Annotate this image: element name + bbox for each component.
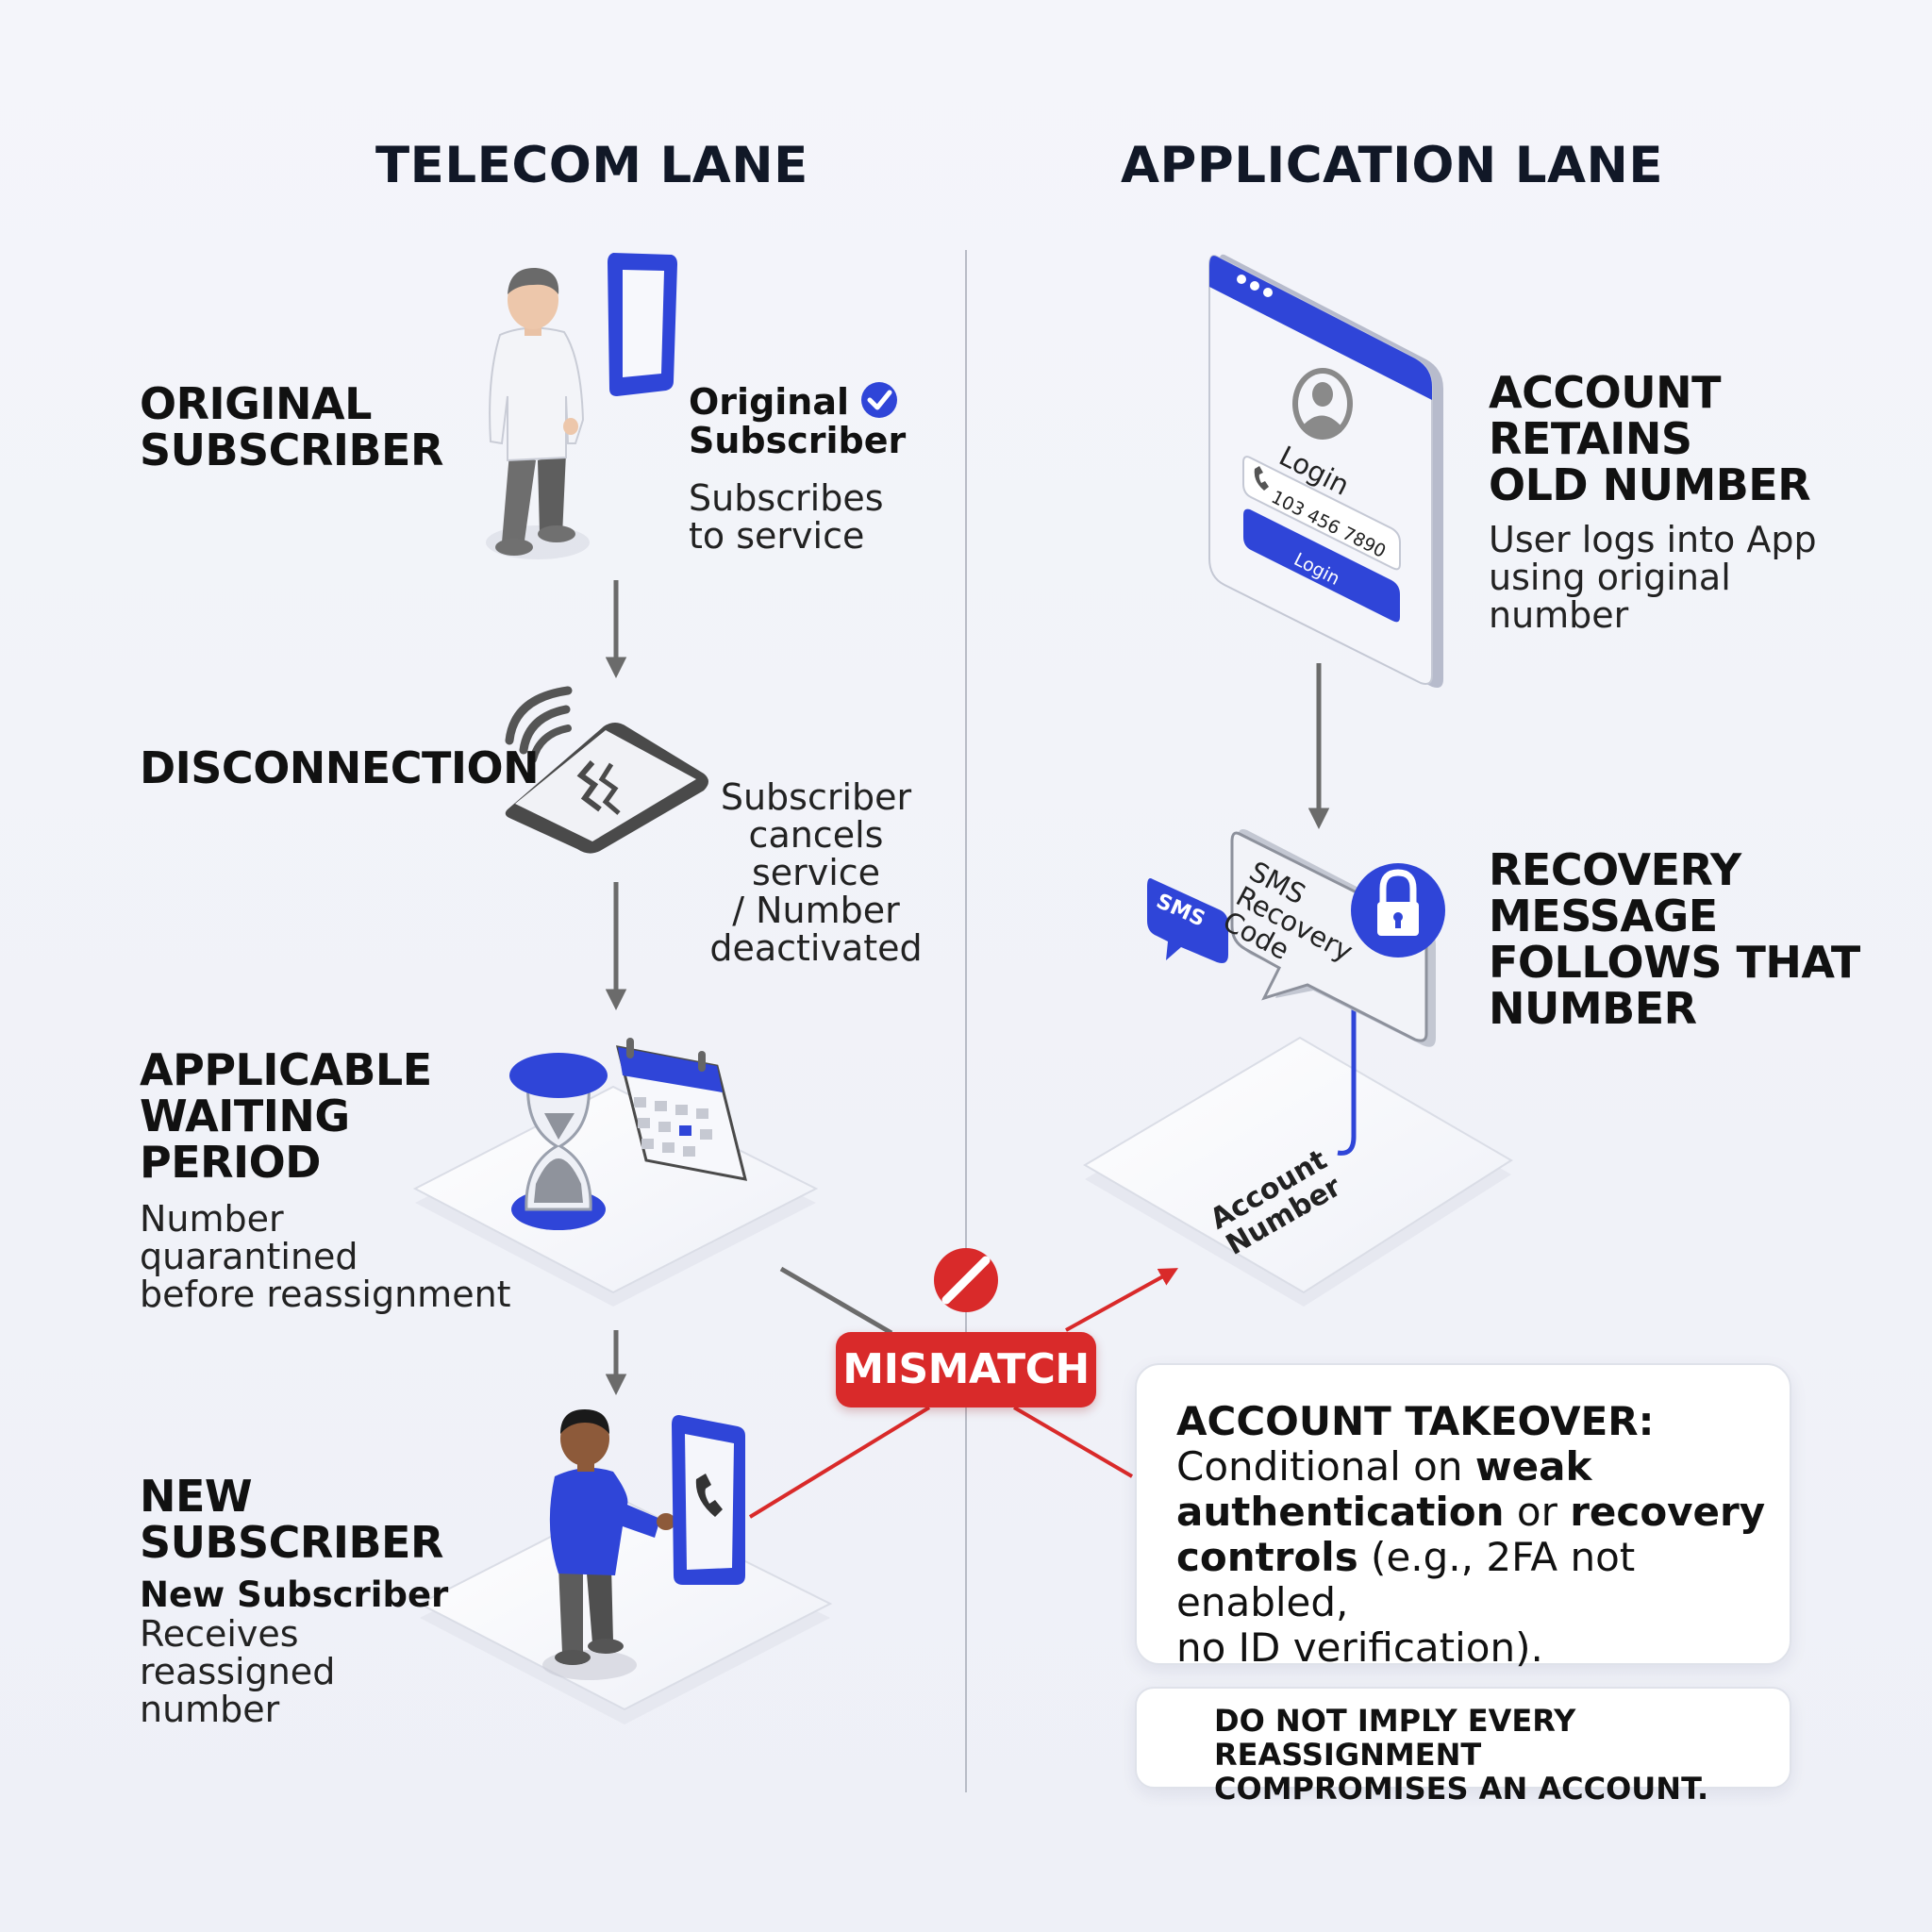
mismatch-badge: MISMATCH bbox=[836, 1332, 1096, 1407]
disconnection-title: DISCONNECTION bbox=[140, 742, 540, 793]
disconnection-desc-line-1: Subscriber bbox=[720, 776, 912, 818]
disconnection-desc: Subscriber cancels service / Number deac… bbox=[679, 778, 953, 967]
note-box: DO NOT IMPLY EVERY REASSIGNMENT COMPROMI… bbox=[1135, 1687, 1791, 1806]
takeover-b4: controls bbox=[1176, 1534, 1358, 1580]
recovery-title-line-2: MESSAGE bbox=[1489, 891, 1718, 941]
account-retains-title: ACCOUNT RETAINS OLD NUMBER bbox=[1489, 367, 1811, 510]
verified-check-icon bbox=[861, 382, 897, 418]
new-desc-line-1: Receives bbox=[140, 1613, 299, 1655]
waiting-desc-line-3: before reassignment bbox=[140, 1274, 511, 1315]
retains-desc-line-2: using original bbox=[1489, 557, 1731, 598]
original-card-line-2: Subscriber bbox=[689, 420, 907, 461]
new-desc-line-2: reassigned bbox=[140, 1651, 336, 1692]
takeover-b1: weak bbox=[1474, 1443, 1592, 1490]
waiting-desc-line-1: Number bbox=[140, 1198, 284, 1240]
takeover-text: ACCOUNT TAKEOVER: Conditional on weak au… bbox=[1176, 1399, 1780, 1671]
waiting-title-line-3: PERIOD bbox=[140, 1137, 321, 1188]
disconnection-desc-line-4: deactivated bbox=[709, 927, 923, 969]
waiting-title-line-2: WAITING bbox=[140, 1091, 350, 1141]
broken-phone-icon bbox=[505, 686, 708, 854]
waiting-to-mismatch-line bbox=[779, 1266, 893, 1336]
takeover-line-2: authentication or recovery bbox=[1176, 1490, 1780, 1535]
prohibited-icon bbox=[934, 1248, 998, 1312]
takeover-b3: recovery bbox=[1570, 1489, 1766, 1535]
account-retains-desc: User logs into App using original number bbox=[1489, 521, 1817, 634]
original-subscriber-person-icon bbox=[486, 267, 590, 559]
new-title-line-1: NEW bbox=[140, 1471, 253, 1522]
new-subscriber-desc: Receives reassigned number bbox=[140, 1615, 335, 1728]
application-lane-title: APPLICATION LANE bbox=[1121, 137, 1664, 194]
original-desc-line-2: to service bbox=[689, 515, 865, 557]
account-takeover-box: ACCOUNT TAKEOVER: Conditional on weak au… bbox=[1135, 1363, 1791, 1671]
retains-desc-line-3: number bbox=[1489, 594, 1629, 636]
lock-icon bbox=[1351, 863, 1445, 958]
login-window bbox=[1208, 254, 1443, 688]
new-subscriber-sub: New Subscriber bbox=[140, 1574, 449, 1615]
retains-title-line-2: RETAINS bbox=[1489, 413, 1692, 464]
account-platform bbox=[1083, 1036, 1513, 1307]
hourglass-icon bbox=[509, 1053, 608, 1230]
note-text: DO NOT IMPLY EVERY REASSIGNMENT COMPROMI… bbox=[1214, 1704, 1780, 1806]
retains-desc-line-1: User logs into App bbox=[1489, 519, 1817, 560]
new-subscriber-person-icon bbox=[542, 1409, 675, 1680]
original-card-line-1: Original bbox=[689, 381, 850, 423]
note-line-2: COMPROMISES AN ACCOUNT. bbox=[1214, 1771, 1709, 1807]
takeover-line-1: Conditional on weak bbox=[1176, 1444, 1780, 1490]
new-subscriber-platform bbox=[417, 1498, 833, 1724]
recovery-title: RECOVERY MESSAGE FOLLOWS THAT NUMBER bbox=[1489, 847, 1860, 1032]
takeover-heading: ACCOUNT TAKEOVER: bbox=[1176, 1398, 1655, 1444]
sms-connector-curve bbox=[1337, 1136, 1357, 1156]
sms-small-bubble bbox=[1147, 878, 1228, 963]
new-desc-line-3: number bbox=[140, 1689, 280, 1730]
original-title-line-1: ORIGINAL bbox=[140, 378, 372, 429]
waiting-period-desc: Number quarantined before reassignment bbox=[140, 1200, 511, 1313]
takeover-line-3: controls (e.g., 2FA not enabled, bbox=[1176, 1535, 1780, 1625]
recovery-title-line-4: NUMBER bbox=[1489, 983, 1697, 1034]
takeover-t2: or bbox=[1504, 1489, 1571, 1535]
retains-title-line-1: ACCOUNT bbox=[1489, 367, 1721, 418]
waiting-desc-line-2: quarantined bbox=[140, 1236, 358, 1277]
takeover-line-4: no ID verification). bbox=[1176, 1624, 1543, 1671]
recovery-title-line-3: FOLLOWS THAT bbox=[1489, 937, 1860, 988]
new-title-line-2: SUBSCRIBER bbox=[140, 1517, 443, 1568]
original-card-label: Original Subscriber bbox=[689, 383, 906, 460]
takeover-b2: authentication bbox=[1176, 1489, 1505, 1535]
new-phone-icon bbox=[672, 1415, 745, 1585]
disconnection-desc-line-2: cancels service bbox=[748, 814, 884, 893]
takeover-t1: Conditional on bbox=[1176, 1443, 1475, 1490]
original-desc-line-1: Subscribes bbox=[689, 477, 884, 519]
original-phone-icon bbox=[608, 253, 677, 396]
original-subscriber-title: ORIGINAL SUBSCRIBER bbox=[140, 381, 443, 474]
waiting-period-title: APPLICABLE WAITING PERIOD bbox=[140, 1047, 432, 1186]
mismatch-line-to-phone bbox=[748, 1406, 931, 1519]
original-subscriber-desc: Subscribes to service bbox=[689, 479, 884, 555]
mismatch-line-to-takeover bbox=[1012, 1406, 1134, 1478]
original-title-line-2: SUBSCRIBER bbox=[140, 425, 443, 475]
new-subscriber-title: NEW SUBSCRIBER bbox=[140, 1474, 443, 1566]
takeover-t3: (e.g., 2FA not enabled, bbox=[1176, 1534, 1636, 1625]
mismatch-line-to-account bbox=[1065, 1268, 1178, 1332]
note-line-1: DO NOT IMPLY EVERY REASSIGNMENT bbox=[1214, 1703, 1576, 1773]
disconnection-desc-line-3: / Number bbox=[732, 890, 900, 931]
telecom-lane-title: TELECOM LANE bbox=[375, 137, 808, 194]
recovery-title-line-1: RECOVERY bbox=[1489, 844, 1741, 895]
waiting-title-line-1: APPLICABLE bbox=[140, 1044, 432, 1095]
retains-title-line-3: OLD NUMBER bbox=[1489, 459, 1811, 510]
calendar-icon bbox=[615, 1038, 748, 1181]
